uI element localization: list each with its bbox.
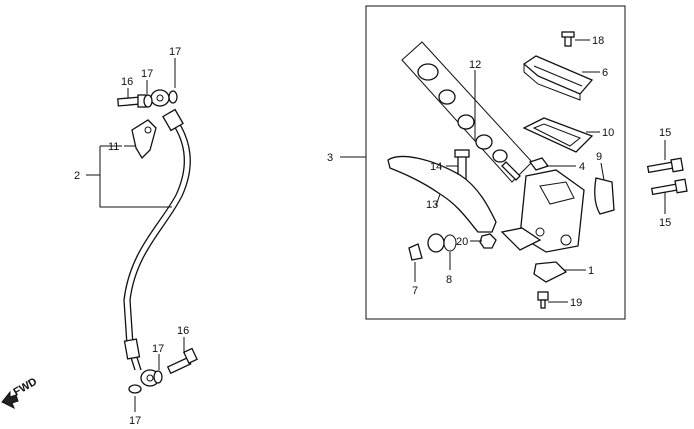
master-cylinder-body [500, 169, 585, 253]
callout-7: 7 [412, 285, 418, 297]
callout-11: 11 [108, 141, 119, 153]
assembly-frame [365, 5, 626, 320]
leader-lines [86, 39, 666, 412]
callout-17-b: 17 [141, 68, 153, 80]
brake-hose [123, 119, 185, 371]
hose-fitting-upper [162, 108, 184, 132]
brake-lever [387, 155, 497, 233]
callout-15-a: 15 [659, 127, 671, 139]
piston-set [401, 41, 533, 183]
callout-9: 9 [596, 151, 602, 163]
cap-screw [561, 31, 575, 47]
banjo-bolt-lower [166, 347, 198, 375]
master-cylinder-holder [594, 177, 615, 215]
holder-bolt-upper [646, 157, 684, 174]
callout-6: 6 [602, 67, 608, 79]
sealing-washer-3 [153, 370, 163, 384]
callout-19: 19 [570, 297, 582, 309]
callout-3: 3 [327, 152, 333, 164]
brake-hose-assembly [117, 89, 198, 394]
forward-arrow-icon [1, 390, 19, 410]
callout-17-a: 17 [169, 46, 181, 58]
reservoir-diaphragm [522, 117, 594, 153]
dust-boot [408, 243, 423, 261]
pivot-collar [528, 157, 550, 171]
callout-20: 20 [456, 236, 468, 248]
callout-16-b: 16 [177, 325, 189, 337]
callout-13: 13 [426, 199, 438, 211]
reservoir-cap [522, 55, 594, 101]
callout-17-c: 17 [152, 343, 164, 355]
callout-12: 12 [469, 59, 481, 71]
callout-14: 14 [430, 161, 442, 173]
callout-numbers: 2 3 11 17 16 17 16 17 17 12 18 6 10 4 9 … [74, 35, 671, 427]
callout-17-d: 17 [129, 415, 141, 427]
forward-direction-indicator: FWD [1, 376, 40, 410]
callout-18: 18 [592, 35, 604, 47]
switch-screw [537, 291, 549, 309]
hose-clamp [131, 119, 157, 160]
callout-15-b: 15 [659, 217, 671, 229]
callout-4: 4 [579, 161, 585, 173]
brake-light-switch [533, 261, 568, 283]
banjo-bolt-upper [117, 94, 147, 108]
holder-bolt-lower [650, 178, 688, 196]
hose-fitting-lower [123, 338, 141, 360]
callout-8: 8 [446, 274, 452, 286]
piston-seal [427, 233, 457, 253]
pivot-nut [479, 233, 497, 249]
sealing-washer-1 [143, 94, 153, 108]
callout-1: 1 [588, 265, 594, 277]
callout-10: 10 [602, 127, 614, 139]
sealing-washer-4 [128, 384, 142, 394]
direction-label: FWD [12, 376, 40, 399]
banjo-upper [150, 89, 170, 107]
callout-2: 2 [74, 170, 80, 182]
sealing-washer-2 [168, 90, 178, 104]
callout-16-a: 16 [121, 76, 133, 88]
